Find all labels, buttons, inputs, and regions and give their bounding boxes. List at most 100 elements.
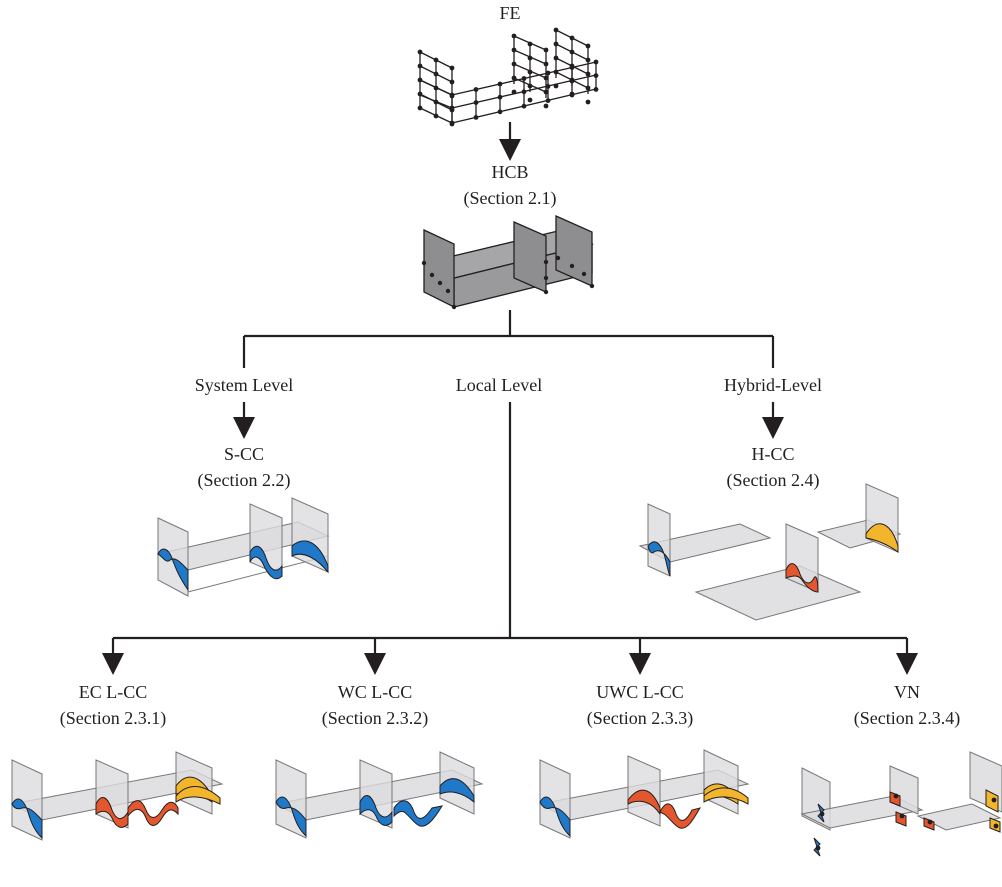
mesh-node-dot <box>569 78 575 84</box>
vn-title: VN <box>894 682 920 702</box>
mesh-node-dot <box>417 77 423 83</box>
hcb-section: (Section 2.1) <box>464 188 557 209</box>
mesh-node-dot <box>593 59 599 65</box>
mesh-node-dot <box>581 271 587 277</box>
vn-center-floor <box>916 803 1002 831</box>
mesh-node-dot <box>451 304 457 310</box>
mesh-node-dot <box>437 280 443 286</box>
uwc-lcc-title: UWC L-CC <box>596 682 684 702</box>
mesh-node-dot <box>553 41 559 47</box>
uwc-right-wall <box>703 749 739 815</box>
mesh-node-dot <box>543 61 549 67</box>
mesh-node-dot <box>449 105 455 111</box>
hcb-title: HCB <box>491 162 528 182</box>
mesh-node-dot <box>497 109 503 115</box>
mesh-node-dot <box>569 35 575 41</box>
mesh-node-dot <box>417 49 423 55</box>
scc-section: (Section 2.2) <box>198 470 291 491</box>
mesh-node-dot <box>553 83 559 89</box>
mesh-node-dot <box>569 65 575 70</box>
hcc-center-orange-mode <box>785 563 819 593</box>
mesh-node-dot <box>585 85 591 91</box>
mesh-node-dot <box>569 263 575 269</box>
hcc-title: H-CC <box>751 444 794 464</box>
uwc-middle-orange-mode <box>627 789 661 816</box>
mesh-node-dot <box>449 92 455 98</box>
mesh-node-dot <box>543 89 549 95</box>
wc-middle-wall <box>359 759 393 829</box>
mesh-node-dot <box>521 103 527 109</box>
mesh-node-dot <box>445 288 451 294</box>
ec-orange-mode-floor <box>127 800 179 826</box>
connectors <box>102 122 918 675</box>
vn-node-dots <box>815 793 999 851</box>
wc-lcc-mode-figure <box>274 751 484 839</box>
mesh-node-dot <box>553 69 559 75</box>
mesh-node-dot <box>449 65 455 71</box>
fe-node-dots <box>417 27 599 127</box>
mesh-node-dot <box>433 71 439 77</box>
mesh-node-dot <box>589 283 595 289</box>
hcc-center-plate-floor <box>694 565 862 621</box>
wc-middle-blue-mode <box>359 794 393 826</box>
ec-lcc-title: EC L-CC <box>79 682 148 702</box>
mesh-node-dot <box>543 289 549 295</box>
uwc-floor-yellow-mode <box>703 787 749 805</box>
mesh-node-dot <box>511 47 517 53</box>
mesh-node-dot <box>553 55 559 61</box>
mesh-node-dot <box>527 97 533 103</box>
scc-title: S-CC <box>224 444 264 464</box>
mesh-node-dot <box>527 41 533 47</box>
scc-mode-figure <box>156 497 330 597</box>
hcb-node-dots <box>421 255 595 310</box>
hcc-left-blue-mode <box>647 541 671 577</box>
ec-yellow-mode-floor <box>175 786 221 805</box>
mesh-node-dot <box>555 255 561 261</box>
wc-right-blue-mode <box>439 778 475 804</box>
ec-lcc-mode-figure <box>10 751 224 841</box>
scc-blue-mode-right <box>291 540 329 574</box>
scc-blue-mode-left <box>157 548 189 592</box>
hcc-section: (Section 2.4) <box>727 470 820 491</box>
mesh-node-dot <box>815 845 821 851</box>
hcb-left-wall <box>423 228 455 309</box>
ec-left-blue-mode <box>11 798 43 840</box>
mesh-node-dot <box>593 73 599 78</box>
mesh-node-dot <box>569 49 575 55</box>
hcc-mode-figure <box>638 483 902 621</box>
mesh-node-dot <box>545 70 551 76</box>
mesh-node-dot <box>429 272 435 278</box>
mesh-node-dot <box>543 275 549 281</box>
scc-blue-mode-middle <box>249 545 283 580</box>
uwc-floor-orange-mode <box>659 803 702 829</box>
uwc-left-blue-mode <box>539 796 571 838</box>
hybrid-level-label: Hybrid-Level <box>724 375 822 395</box>
fe-mesh-figure <box>417 27 599 127</box>
mesh-node-dot <box>511 75 517 81</box>
mesh-node-dot <box>585 43 591 49</box>
mesh-node-dot <box>511 61 517 67</box>
mesh-node-dot <box>521 76 527 81</box>
mesh-node-dot <box>545 84 551 89</box>
mesh-node-dot <box>545 98 551 103</box>
mesh-node-dot <box>991 797 997 803</box>
wc-left-blue-mode <box>275 796 307 838</box>
mesh-node-dot <box>569 92 575 98</box>
mesh-node-dot <box>433 113 439 119</box>
mesh-node-dot <box>899 813 905 819</box>
uwc-lcc-mode-figure <box>538 749 750 839</box>
mesh-node-dot <box>449 79 455 85</box>
mesh-node-dot <box>511 89 517 95</box>
mesh-node-dot <box>417 105 423 111</box>
mesh-node-dot <box>473 87 479 92</box>
hcb-plate-figure <box>421 214 595 310</box>
labels: FE HCB (Section 2.1) System Level Local … <box>60 3 960 729</box>
fe-title: FE <box>499 3 520 23</box>
mesh-node-dot <box>527 55 533 61</box>
mesh-node-dot <box>497 81 503 87</box>
mesh-node-dot <box>819 811 825 817</box>
system-level-label: System Level <box>195 375 293 395</box>
mesh-node-dot <box>593 87 599 92</box>
uwc-lcc-section: (Section 2.3.3) <box>587 708 693 729</box>
